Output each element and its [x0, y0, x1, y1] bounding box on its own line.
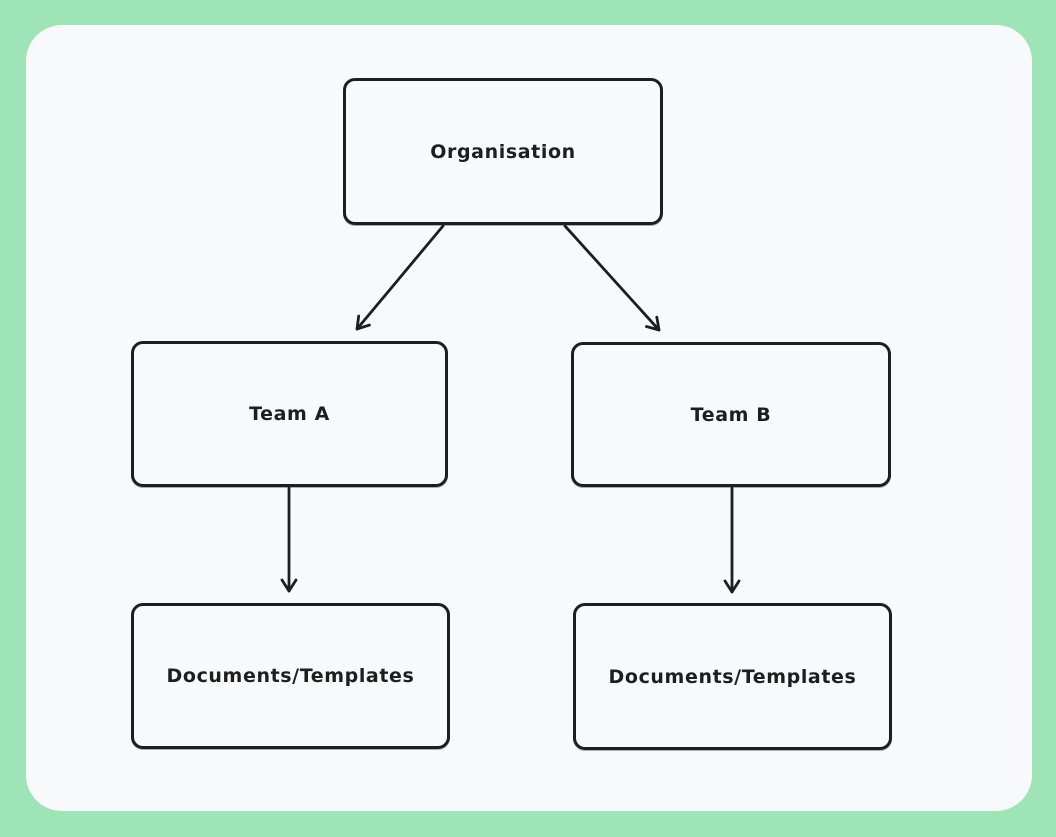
node-documents-templates-a-label: Documents/Templates [166, 665, 415, 687]
node-documents-templates-a[interactable]: Documents/Templates [131, 603, 450, 749]
node-organisation-label: Organisation [430, 140, 576, 163]
node-team-b[interactable]: Team B [571, 342, 891, 487]
node-team-b-label: Team B [690, 403, 772, 426]
node-organisation[interactable]: Organisation [343, 78, 663, 225]
node-team-a[interactable]: Team A [131, 341, 448, 487]
node-team-a-label: Team A [249, 403, 330, 425]
node-documents-templates-b[interactable]: Documents/Templates [573, 603, 892, 750]
node-documents-templates-b-label: Documents/Templates [608, 665, 857, 688]
